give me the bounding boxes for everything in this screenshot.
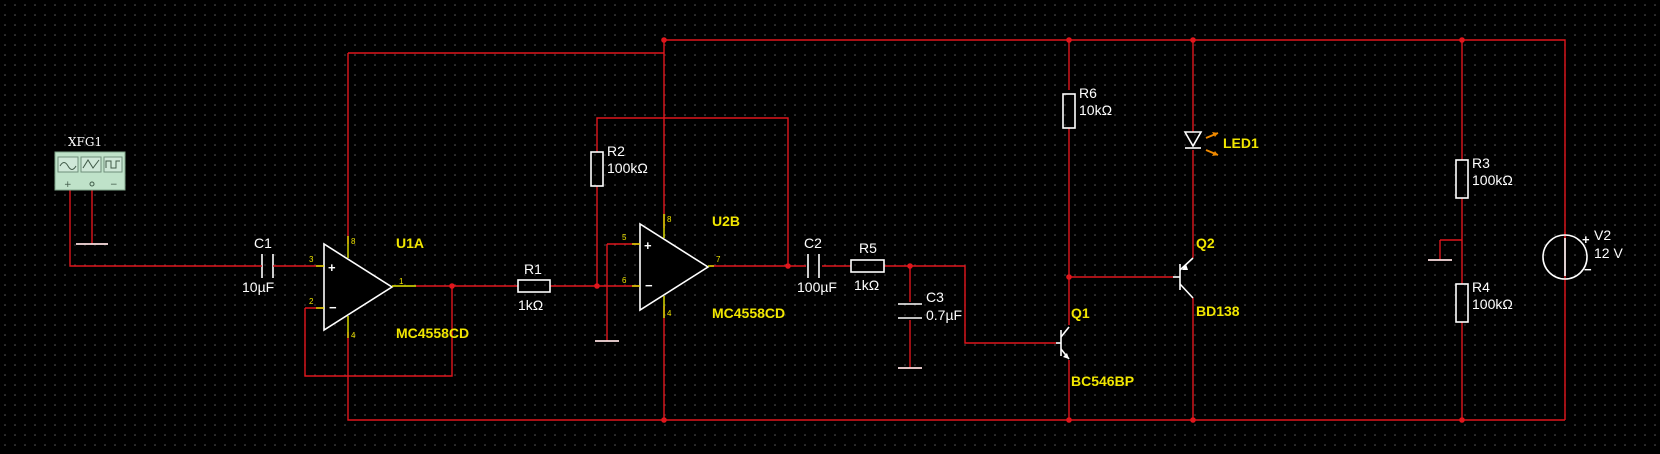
function-generator-xfg1[interactable]: XFG1 + − [54,135,126,191]
u2b-ref: U2B [712,213,740,229]
u1a-ref: U1A [396,235,424,251]
transistor-q1[interactable]: Q1 BC546BP [1056,305,1134,389]
u1a-pin-2: 2 [309,297,314,306]
c1-value: 10µF [242,279,274,295]
svg-text:+: + [1582,232,1590,247]
c1-ref: C1 [254,235,272,251]
opamp-u1a[interactable]: + − 3 2 1 8 4 U1A MC4558CD [309,235,469,341]
svg-text:−: − [1584,262,1592,277]
u2b-pin-6: 6 [622,276,627,285]
u1a-part: MC4558CD [396,325,469,341]
resistor-r4[interactable]: R4 100kΩ [1455,279,1513,323]
c3-ref: C3 [926,289,944,305]
u2b-pin-4: 4 [667,309,672,318]
xfg1-label: XFG1 [68,135,102,149]
u2b-part: MC4558CD [712,305,785,321]
svg-text:+: + [328,260,336,275]
c2-value: 100µF [797,279,837,295]
u1a-pin-8: 8 [351,237,356,246]
u1a-pin-4: 4 [351,331,356,340]
opamp-u2b[interactable]: + − 5 6 7 8 4 U2B MC4558CD [622,213,785,321]
q2-part: BD138 [1196,303,1240,319]
svg-text:−: − [110,180,118,190]
transistor-q2[interactable]: Q2 BD138 [1173,235,1240,319]
r2-value: 100kΩ [607,160,648,176]
svg-text:+: + [64,180,72,190]
v2-value: 12 V [1594,245,1623,261]
led-led1[interactable]: LED1 [1183,131,1259,156]
r1-value: 1kΩ [518,297,543,313]
q1-ref: Q1 [1071,305,1090,321]
v2-ref: V2 [1594,227,1611,243]
capacitor-c1[interactable]: C1 10µF [242,235,276,295]
u1a-pin-1: 1 [399,277,404,286]
capacitor-c2[interactable]: C2 100µF [797,235,837,295]
u2b-pin-7: 7 [716,255,721,264]
r3-value: 100kΩ [1472,172,1513,188]
svg-text:+: + [644,238,652,253]
resistor-r3[interactable]: R3 100kΩ [1455,155,1513,199]
r4-ref: R4 [1472,279,1490,295]
ground-symbols [76,243,1452,369]
r1-ref: R1 [524,261,542,277]
r6-ref: R6 [1079,85,1097,101]
resistor-r6[interactable]: R6 10kΩ [1062,85,1112,129]
resistor-r2[interactable]: R2 100kΩ [590,143,648,187]
u2b-pin-8: 8 [667,215,672,224]
junctions [449,37,1465,423]
voltage-source-v2[interactable]: + − V2 12 V [1542,227,1623,280]
led1-ref: LED1 [1223,135,1259,151]
svg-text:−: − [645,278,653,293]
r5-ref: R5 [859,240,877,256]
u1a-pin-3: 3 [309,255,314,264]
r2-ref: R2 [607,143,625,159]
q2-ref: Q2 [1196,235,1215,251]
resistor-r1[interactable]: R1 1kΩ [517,261,551,313]
r4-value: 100kΩ [1472,296,1513,312]
resistor-r5[interactable]: R5 1kΩ [850,240,885,293]
u2b-pin-5: 5 [622,233,627,242]
q1-part: BC546BP [1071,373,1134,389]
r5-value: 1kΩ [854,277,879,293]
c3-value: 0.7µF [926,307,962,323]
c2-ref: C2 [804,235,822,251]
r6-value: 10kΩ [1079,102,1112,118]
svg-text:−: − [329,300,337,315]
r3-ref: R3 [1472,155,1490,171]
capacitor-c3[interactable]: C3 0.7µF [898,289,962,323]
